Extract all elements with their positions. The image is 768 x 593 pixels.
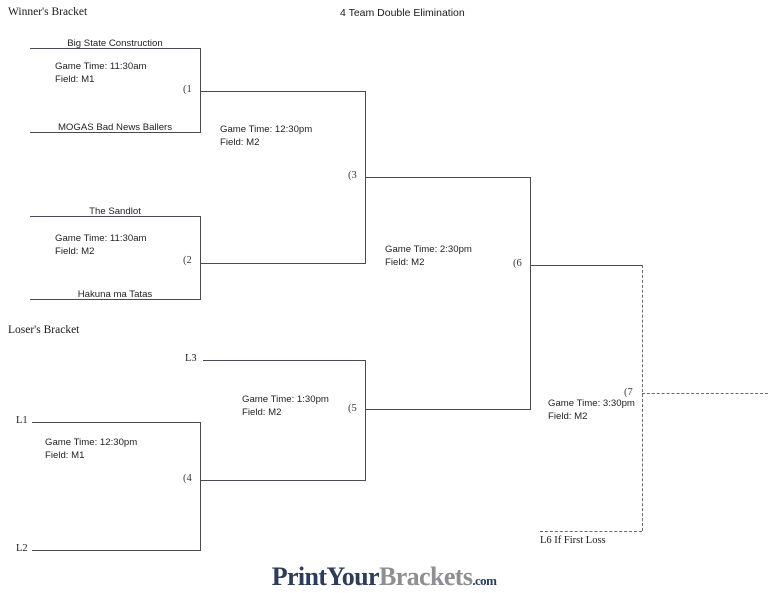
game3-details: Game Time: 12:30pm Field: M2 [220,124,312,149]
losers-bracket-heading: Loser's Bracket [8,324,80,336]
bracket-line-game3-top [200,91,366,92]
seed-label-l3: L3 [185,353,197,364]
bracket-line-game5-bottom [200,480,366,481]
if-first-loss-label: L6 If First Loss [540,535,606,546]
bracket-line-game1-top [30,48,200,49]
site-logo[interactable]: PrintYourBrackets.com [0,562,768,592]
team-slot-mogas-bad-news-ballers[interactable]: MOGAS Bad News Ballers [57,122,173,133]
page-title: 4 Team Double Elimination [340,7,465,19]
team-slot-big-state-construction[interactable]: Big State Construction [67,38,163,49]
bracket-line-game4-bottom [32,550,200,551]
logo-text-dotcom: .com [472,573,497,588]
game-number-2: (2 [183,255,192,266]
game2-field: Field: M2 [55,245,95,257]
bracket-connector-game2 [200,216,201,300]
team-slot-the-sandlot[interactable]: The Sandlot [89,206,141,217]
seed-label-l1: L1 [16,415,28,426]
bracket-line-game3-bottom [200,263,366,264]
logo-text-brackets: Brackets [378,562,473,591]
game-number-3: (3 [348,170,357,181]
game4-field: Field: M1 [45,449,85,461]
bracket-connector-game5 [365,360,366,481]
winners-bracket-heading: Winner's Bracket [8,6,88,18]
bracket-line-game1-bottom [30,132,200,133]
game5-time: Game Time: 1:30pm [242,394,329,405]
bracket-line-game6-top [365,177,531,178]
game5-details: Game Time: 1:30pm Field: M2 [242,394,329,419]
game4-time: Game Time: 12:30pm [45,437,138,448]
game1-field: Field: M1 [55,73,95,85]
bracket-connector-game6 [530,177,531,410]
game-number-1: (1 [183,84,192,95]
bracket-connector-game4 [200,422,201,551]
game7-time: Game Time: 3:30pm [548,398,635,409]
game3-field: Field: M2 [220,136,260,148]
team-slot-hakuna-ma-tatas[interactable]: Hakuna ma Tatas [77,289,153,300]
game2-details: Game Time: 11:30am Field: M2 [55,233,147,258]
game2-time: Game Time: 11:30am [55,233,147,244]
bracket-line-champion-out [642,393,768,394]
bracket-line-game7-top [530,265,642,266]
bracket-line-game4-top [32,422,200,423]
seed-label-l2: L2 [16,543,28,554]
game-number-6: (6 [513,258,522,269]
game6-details: Game Time: 2:30pm Field: M2 [385,244,472,269]
bracket-line-game5-top [203,360,366,361]
game7-details: Game Time: 3:30pm Field: M2 [548,398,635,423]
logo-text-printyour: PrintYour [271,562,380,591]
bracket-line-game2-bottom [30,299,200,300]
bracket-line-game7-bottom [540,531,642,532]
game3-time: Game Time: 12:30pm [220,124,313,135]
bracket-line-game6-bottom [365,409,531,410]
game-number-5: (5 [348,403,357,414]
game1-time: Game Time: 11:30am [55,61,147,72]
game1-details: Game Time: 11:30am Field: M1 [55,61,147,86]
game6-time: Game Time: 2:30pm [385,244,472,255]
game7-field: Field: M2 [548,410,588,422]
bracket-connector-game1 [200,48,201,133]
game6-field: Field: M2 [385,256,425,268]
game4-details: Game Time: 12:30pm Field: M1 [45,437,137,462]
game-number-4: (4 [183,473,192,484]
bracket-connector-game7 [642,265,643,531]
game5-field: Field: M2 [242,406,282,418]
bracket-line-game2-top [30,216,200,217]
game-number-7: (7 [624,387,633,398]
